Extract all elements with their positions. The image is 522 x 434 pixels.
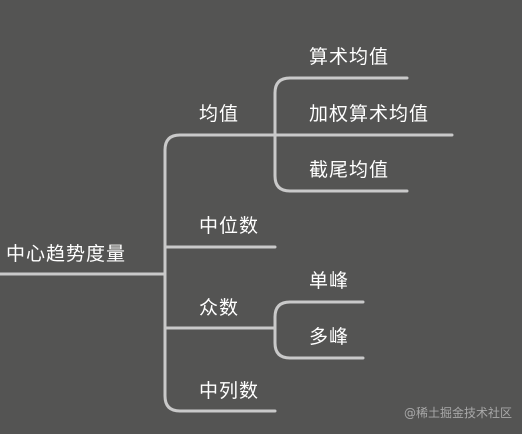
leaf-multimodal: 多峰 [309, 326, 350, 348]
root-node: 中心趋势度量 [6, 243, 127, 265]
leaf-weighted-mean: 加权算术均值 [309, 103, 430, 125]
branch-mode: 众数 [199, 297, 240, 319]
level1-bracket [163, 133, 182, 413]
leaf-trimmed-mean: 截尾均值 [309, 159, 390, 181]
branch-midrange: 中列数 [199, 380, 260, 402]
leaf-unimodal: 单峰 [309, 270, 350, 292]
mode-bracket [273, 300, 292, 360]
mean-bracket [273, 76, 292, 193]
leaf-arithmetic-mean: 算术均值 [309, 46, 390, 68]
branch-mean: 均值 [199, 103, 240, 125]
branch-median: 中位数 [199, 215, 260, 237]
watermark: @稀土掘金技术社区 [403, 406, 512, 420]
